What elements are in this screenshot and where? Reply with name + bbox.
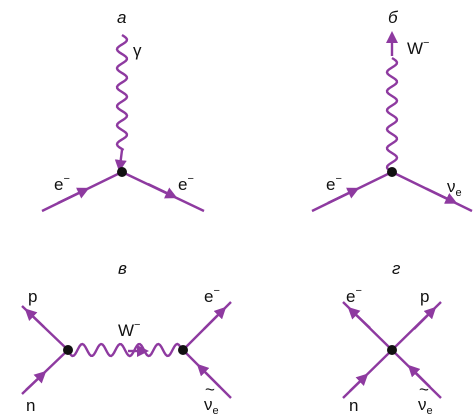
w-boson-line-c <box>66 342 185 358</box>
label-antineutrino-d: νe <box>418 395 433 414</box>
diagram-b: б W− e− νe <box>311 8 473 213</box>
diagram-d: г e− p n νe ~ <box>342 259 442 414</box>
arrow-neutrino-out-b <box>425 187 458 204</box>
label-electron-c: e− <box>204 285 220 306</box>
vertex-a <box>117 167 127 177</box>
label-electron-out-a: e− <box>178 173 194 194</box>
arrow-proton-out-d <box>413 306 437 330</box>
label-electron-in-b: e− <box>326 173 342 194</box>
caption-b: б <box>388 8 399 27</box>
tilde-mark-c: ~ <box>205 380 215 399</box>
w-boson-line-b <box>385 56 399 174</box>
proton-out-line-c <box>21 305 69 351</box>
label-antineutrino-c: νe <box>204 395 219 414</box>
arrow-antineutrino-out-d <box>407 364 431 388</box>
vertex-c-left <box>63 345 73 355</box>
caption-c: в <box>118 259 127 278</box>
label-w-c: W− <box>118 319 140 340</box>
arrow-electron-out-d <box>347 306 371 329</box>
arrow-photon-a <box>114 149 127 172</box>
arrow-electron-out-a <box>147 182 178 199</box>
caption-d: г <box>392 259 400 278</box>
label-electron-in-a: e− <box>54 173 70 194</box>
label-w-b: W− <box>407 37 429 58</box>
label-electron-d: e− <box>346 285 362 306</box>
label-proton-d: p <box>420 287 429 306</box>
caption-a: а <box>117 8 126 27</box>
arrow-electron-in-b <box>327 187 360 205</box>
arrow-proton-out-c <box>24 308 45 328</box>
vertex-d <box>387 345 397 355</box>
arrow-antineutrino-out-c <box>196 363 221 388</box>
photon-line-a <box>115 33 129 152</box>
arrow-electron-out-c <box>203 306 227 330</box>
label-gamma: γ <box>133 41 142 60</box>
arrow-electron-in-a <box>57 187 90 205</box>
arrow-neutron-in-d <box>349 373 369 392</box>
label-neutron-d: n <box>349 396 358 414</box>
vertex-b <box>387 167 397 177</box>
vertex-c-right <box>178 345 188 355</box>
arrow-neutron-in-c <box>25 370 47 391</box>
diagram-a: а γ e− e− <box>41 8 205 213</box>
diagram-c: в p n W− e− νe ~ <box>21 259 232 414</box>
label-neutron-c: n <box>26 396 35 414</box>
tilde-mark-d: ~ <box>419 380 429 399</box>
label-neutrino-b: νe <box>447 177 462 199</box>
label-proton-c: p <box>28 287 37 306</box>
